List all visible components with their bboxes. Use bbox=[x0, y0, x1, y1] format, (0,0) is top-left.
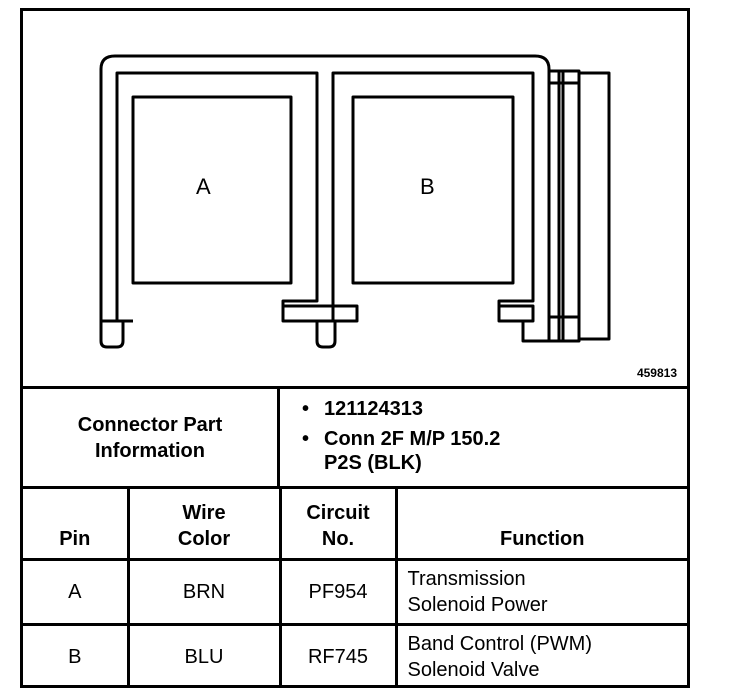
connector-part-information: Connector Part Information 121124313 Con… bbox=[23, 389, 687, 489]
figure-reference-number: 459813 bbox=[636, 366, 677, 380]
connector-diagram: A B 459813 bbox=[23, 11, 687, 389]
connector-description-line2: P2S (BLK) bbox=[324, 452, 422, 474]
connector-info-label: Connector Part Information bbox=[23, 389, 280, 486]
connector-description-line1: Conn 2F M/P 150.2 bbox=[302, 427, 687, 451]
cell-wire-color: BLU bbox=[126, 623, 282, 688]
cell-circuit: RF745 bbox=[278, 623, 398, 688]
cell-function: Band Control (PWM)Solenoid Valve bbox=[394, 623, 687, 688]
cell-circuit: PF954 bbox=[278, 558, 398, 626]
table-row: B BLU RF745 Band Control (PWM)Solenoid V… bbox=[23, 623, 687, 688]
connector-drawing bbox=[99, 54, 611, 349]
connector-info-label-line2: Information bbox=[95, 439, 205, 462]
header-function: Function bbox=[394, 489, 687, 561]
part-number: 121124313 bbox=[302, 397, 687, 421]
connector-frame: A B 459813 Connector Part Information 12… bbox=[20, 8, 690, 688]
cell-pin: B bbox=[23, 623, 130, 688]
connector-info-values: 121124313 Conn 2F M/P 150.2 P2S (BLK) bbox=[280, 389, 687, 486]
pin-b-label: B bbox=[420, 174, 435, 199]
connector-info-label-line1: Connector Part bbox=[77, 413, 223, 436]
cell-pin: A bbox=[23, 558, 130, 626]
cell-wire-color: BRN bbox=[126, 558, 282, 626]
header-pin: Pin bbox=[23, 489, 130, 561]
pin-a-label: A bbox=[196, 174, 211, 199]
